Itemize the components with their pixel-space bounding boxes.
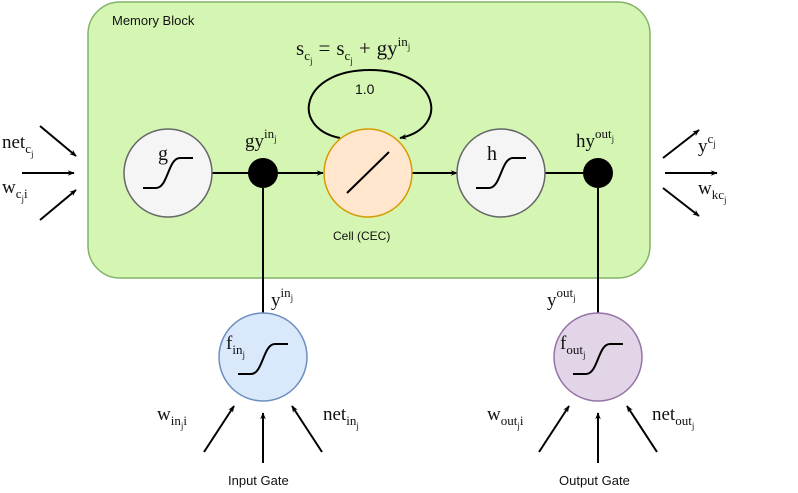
net-c-label: netcj (2, 132, 34, 159)
sigmoid-curve-icon (238, 343, 288, 375)
cell-caption: Cell (CEC) (333, 229, 390, 243)
output-gate-arrow-right (626, 405, 658, 453)
output-arrow-upper (662, 129, 700, 159)
output-gate-caption: Output Gate (559, 473, 630, 488)
input-arrow-upper (39, 125, 77, 157)
net-out-label: netoutj (652, 404, 694, 431)
w-kc-label: wkcj (698, 178, 727, 205)
sigmoid-curve-icon (573, 343, 623, 375)
self-loop-weight-label: 1.0 (355, 81, 375, 97)
input-arrow-lower (39, 189, 77, 221)
gy-in-label: gyinj (245, 126, 277, 152)
y-in-label: yinj (271, 285, 293, 311)
memory-block-title: Memory Block (112, 13, 195, 28)
g-squash-node: g (123, 128, 213, 218)
linear-activation-icon (346, 151, 390, 194)
input-gate-node: finj (218, 312, 308, 402)
input-gate-arrow-right (291, 405, 323, 453)
h-squash-node: h (456, 128, 546, 218)
g-label: g (158, 143, 168, 165)
y-c-label: ycj (698, 131, 716, 157)
output-gate-node: foutj (553, 312, 643, 402)
net-in-label: netinj (323, 404, 359, 431)
output-arrow-lower (662, 187, 700, 217)
w-out-label: woutji (487, 404, 524, 431)
sigmoid-curve-icon (143, 157, 193, 189)
output-gate-arrow-left (538, 405, 570, 453)
f-in-label: finj (226, 333, 245, 360)
y-out-label: youtj (547, 285, 576, 311)
output-multiplier-dot (583, 158, 613, 188)
w-in-label: winji (157, 404, 187, 431)
h-label: h (487, 143, 497, 165)
cec-self-loop-arrow (307, 68, 433, 140)
f-out-label: foutj (560, 333, 585, 360)
input-gate-arrow-left (203, 405, 235, 453)
hy-out-label: hyoutj (576, 126, 614, 152)
input-multiplier-dot (248, 158, 278, 188)
cell-cec-node (323, 128, 413, 218)
input-gate-caption: Input Gate (228, 473, 289, 488)
w-c-label: wcji (2, 177, 28, 204)
sigmoid-curve-icon (476, 157, 526, 189)
cell-state-equation: scj=scj+gyinj (296, 34, 410, 66)
